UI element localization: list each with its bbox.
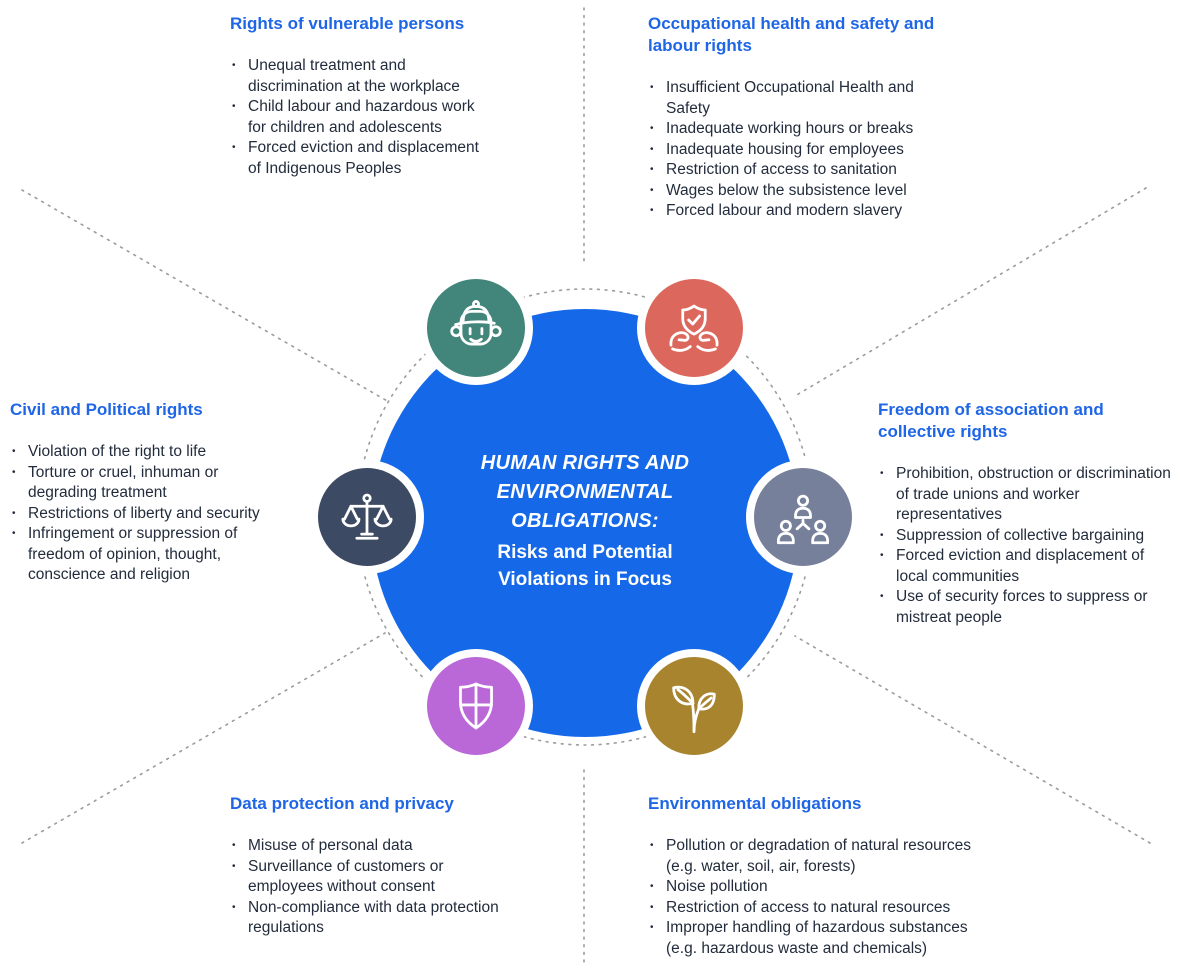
child-worker-icon <box>450 300 502 346</box>
list-item: Prohibition, obstruction or discriminati… <box>878 464 1178 526</box>
list-item: Torture or cruel, inhuman or degrading t… <box>10 463 282 504</box>
scales-of-justice-icon-node <box>310 460 424 574</box>
section-title: Data protection and privacy <box>230 794 454 813</box>
section-list: Insufficient Occupational Health and Saf… <box>648 78 936 222</box>
connector-upper-right <box>794 187 1147 397</box>
connector-lower-left <box>21 632 386 844</box>
hub-title: HUMAN RIGHTS AND ENVIRONMENTAL OBLIGATIO… <box>480 452 690 533</box>
list-item: Forced labour and modern slavery <box>648 201 936 222</box>
connector-lower-right <box>794 635 1151 844</box>
section-list: Violation of the right to life Torture o… <box>10 442 282 586</box>
list-item: Forced eviction and displacement of Indi… <box>230 138 496 179</box>
shield-check-hands-icon <box>669 304 719 352</box>
list-item: Pollution or degradation of natural reso… <box>648 836 1000 877</box>
shield-grid-icon-node <box>419 649 533 763</box>
group-people-icon <box>776 494 830 545</box>
hub-text-block: HUMAN RIGHTS AND ENVIRONMENTAL OBLIGATIO… <box>454 449 716 593</box>
list-item: Inadequate housing for employees <box>648 140 936 161</box>
connector-upper-left <box>21 189 390 403</box>
list-item: Forced eviction and displacement of loca… <box>878 546 1178 587</box>
section-rights-of-vulnerable-persons: Rights of vulnerable persons Unequal tre… <box>230 13 496 179</box>
list-item: Restriction of access to sanitation <box>648 160 936 181</box>
section-civil-and-political-rights: Civil and Political rights Violation of … <box>10 399 282 586</box>
section-title: Environmental obligations <box>648 794 862 813</box>
list-item: Surveillance of customers or employees w… <box>230 857 508 898</box>
list-item: Misuse of personal data <box>230 836 508 857</box>
list-item: Noise pollution <box>648 877 1000 898</box>
list-item: Restriction of access to natural resourc… <box>648 898 1000 919</box>
list-item: Wages below the subsistence level <box>648 181 936 202</box>
section-data-protection-privacy: Data protection and privacy Misuse of pe… <box>230 793 508 939</box>
section-occupational-health-safety-labour: Occupational health and safety and labou… <box>648 13 936 222</box>
child-worker-icon-node <box>419 271 533 385</box>
list-item: Inadequate working hours or breaks <box>648 119 936 140</box>
list-item: Infringement or suppression of freedom o… <box>10 524 282 586</box>
shield-check-hands-icon-node <box>637 271 751 385</box>
section-title: Occupational health and safety and labou… <box>648 14 935 55</box>
plant-leaves-icon <box>672 685 716 734</box>
section-title: Freedom of association and collective ri… <box>878 400 1104 441</box>
list-item: Insufficient Occupational Health and Saf… <box>648 78 936 119</box>
group-people-icon-node <box>746 460 860 574</box>
section-title: Civil and Political rights <box>10 400 203 419</box>
hub-subtitle: Risks and Potential Violations in Focus <box>497 542 673 591</box>
scales-of-justice-icon <box>341 493 393 540</box>
section-list: Misuse of personal data Surveillance of … <box>230 836 508 939</box>
plant-leaves-icon-node <box>637 649 751 763</box>
list-item: Violation of the right to life <box>10 442 282 463</box>
section-list: Pollution or degradation of natural reso… <box>648 836 1000 959</box>
list-item: Suppression of collective bargaining <box>878 526 1178 547</box>
shield-grid-icon <box>459 682 493 730</box>
list-item: Use of security forces to suppress or mi… <box>878 587 1178 628</box>
list-item: Child labour and hazardous work for chil… <box>230 97 496 138</box>
section-title: Rights of vulnerable persons <box>230 14 465 33</box>
section-list: Prohibition, obstruction or discriminati… <box>878 464 1178 628</box>
list-item: Restrictions of liberty and security <box>10 504 282 525</box>
section-freedom-of-association: Freedom of association and collective ri… <box>878 399 1178 628</box>
list-item: Unequal treatment and discrimination at … <box>230 56 496 97</box>
list-item: Non-compliance with data protection regu… <box>230 898 508 939</box>
list-item: Improper handling of hazardous substance… <box>648 918 1000 959</box>
section-list: Unequal treatment and discrimination at … <box>230 56 496 179</box>
section-environmental-obligations: Environmental obligations Pollution or d… <box>648 793 1000 959</box>
